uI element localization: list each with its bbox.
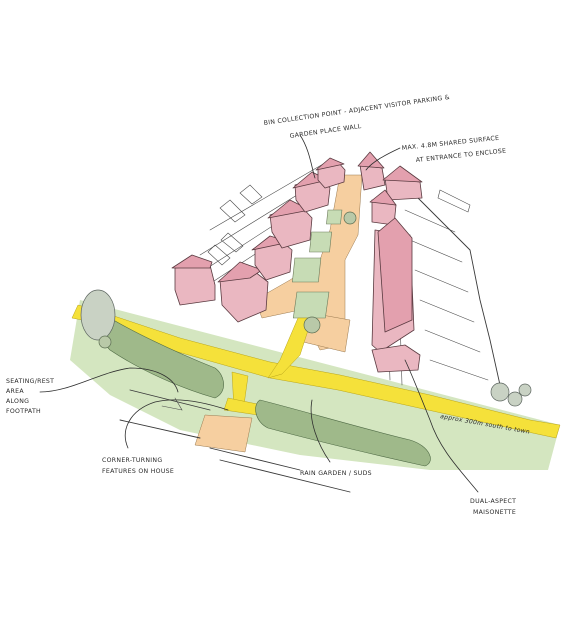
note-bin-collection-1: BIN COLLECTION POINT - ADJACENT VISITOR … [263,94,450,127]
courtyard-greens [292,209,343,319]
note-seating-2: AREA [6,388,24,395]
footpath-network [71,304,561,439]
leader-lines [39,134,479,493]
note-seating-4: FOOTPATH [6,408,41,415]
annotation-bin-collection: BIN COLLECTION POINT - ADJACENT VISITOR … [263,94,450,140]
housing-west-terrace [171,157,346,323]
note-shared-surface-2: AT ENTRANCE TO ENCLOSE [415,148,506,164]
plot-outlines-west [184,159,331,301]
annotation-corner-turning: CORNER-TURNING FEATURES ON HOUSE [102,457,174,475]
annotation-seating-area: SEATING/REST AREA ALONG FOOTPATH [6,378,54,415]
note-rain-garden: RAIN GARDEN / SUDS [300,470,372,477]
housing-east-terrace [357,151,423,373]
trees [80,206,532,407]
annotation-rain-garden: RAIN GARDEN / SUDS [300,470,372,477]
annotation-dual-aspect: DUAL-ASPECT MAISONETTE [470,498,516,516]
note-bin-collection-2: GARDEN PLACE WALL [289,123,362,140]
note-dual-aspect-2: MAISONETTE [473,509,516,516]
note-seating-1: SEATING/REST [6,378,54,385]
note-corner-2: FEATURES ON HOUSE [102,468,174,475]
entrance-paving [194,414,253,453]
note-seating-3: ALONG [6,398,29,405]
note-corner-1: CORNER-TURNING [102,457,162,464]
annotation-shared-surface: MAX. 4.8m SHARED SURFACE AT ENTRANCE TO … [401,135,506,164]
note-dual-aspect-1: DUAL-ASPECT [470,498,516,505]
